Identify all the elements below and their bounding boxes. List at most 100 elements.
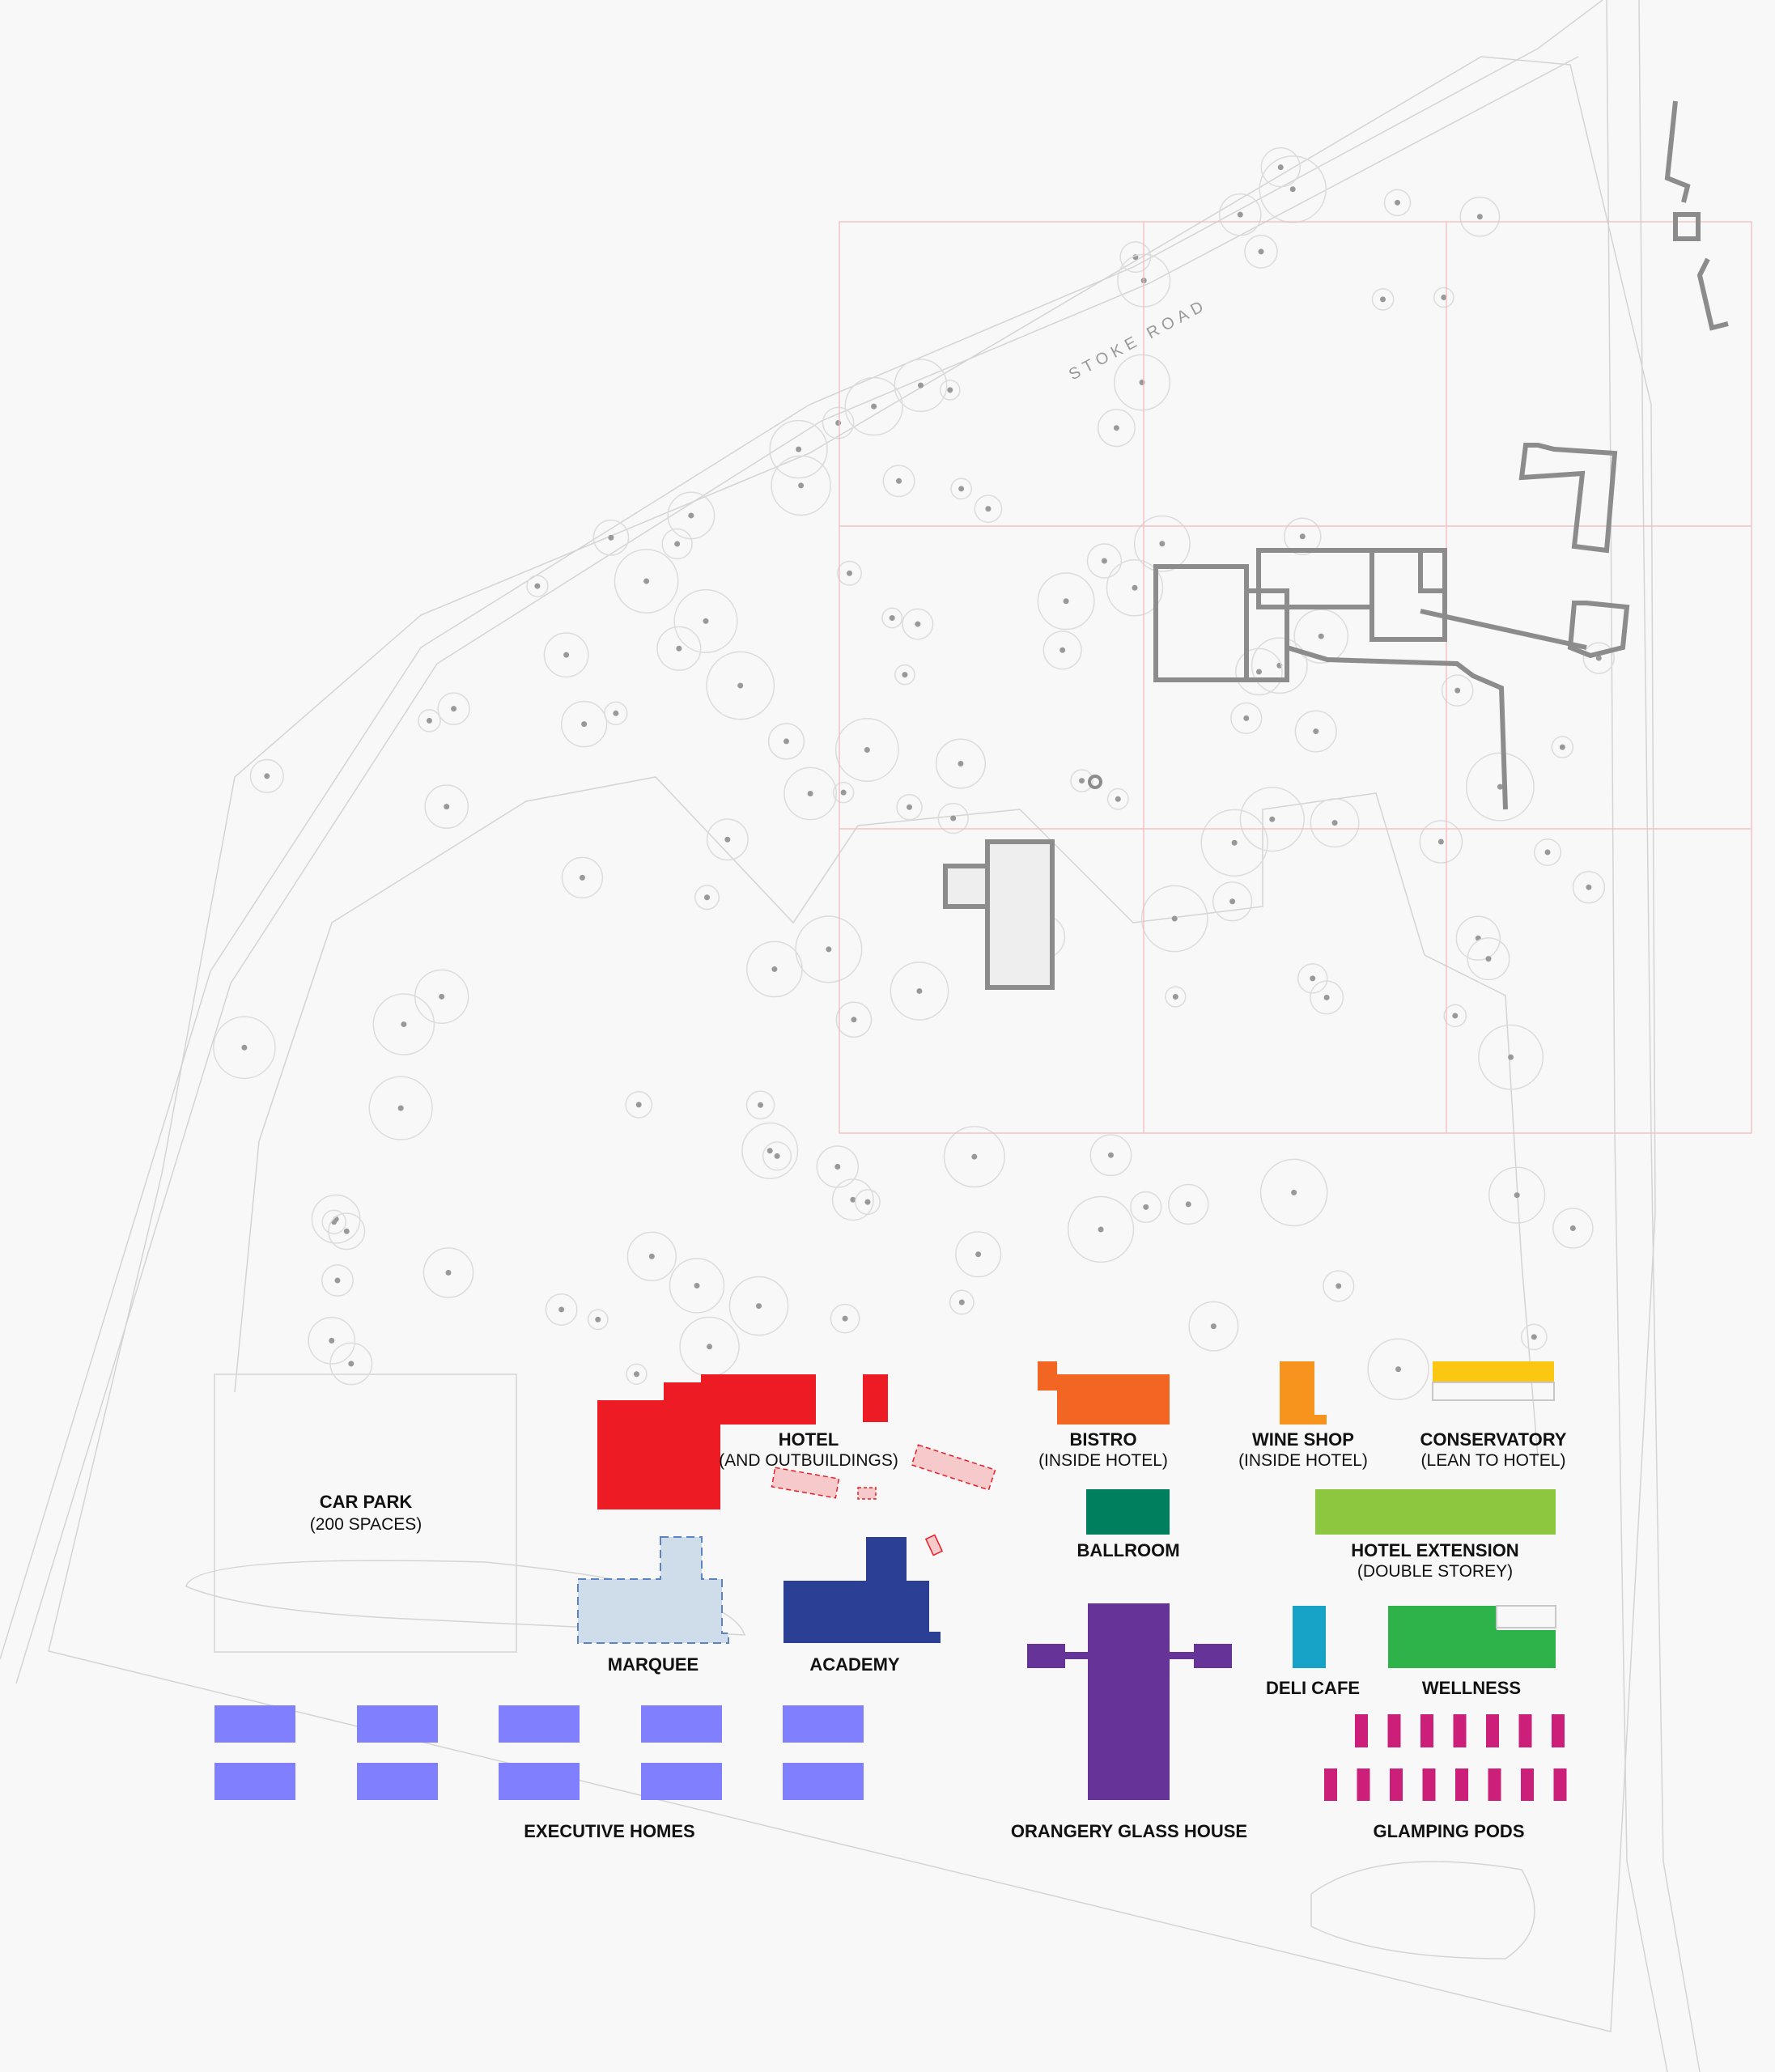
tree-canopy xyxy=(795,915,863,983)
wine-shop: WINE SHOP (INSIDE HOTEL) xyxy=(1238,1361,1368,1470)
executive-home xyxy=(783,1763,864,1800)
tree-trunk xyxy=(1544,849,1551,856)
glamping-pod xyxy=(1324,1768,1337,1801)
tree-canopy xyxy=(545,1293,578,1326)
ballroom-block xyxy=(1086,1489,1170,1535)
tree-trunk xyxy=(1395,1366,1402,1373)
tree-trunk xyxy=(1059,647,1066,653)
car-park-title: CAR PARK xyxy=(320,1492,413,1512)
tree-canopy xyxy=(1251,637,1308,694)
tree-canopy xyxy=(1130,1191,1162,1223)
tree-trunk xyxy=(534,583,541,589)
tree-trunk xyxy=(1394,199,1400,206)
tree-canopy xyxy=(1070,769,1093,792)
tree-trunk xyxy=(1310,975,1316,982)
tree-canopy xyxy=(418,709,441,732)
tree-canopy xyxy=(1467,937,1510,981)
tree-trunk xyxy=(1452,1013,1459,1019)
tree-trunk xyxy=(581,721,588,728)
tree-canopy xyxy=(881,607,903,629)
tree-trunk xyxy=(774,1153,780,1159)
tree-canopy xyxy=(368,1076,433,1140)
tree-canopy xyxy=(1455,915,1501,961)
tree-trunk xyxy=(1476,214,1483,220)
tree-canopy xyxy=(783,766,837,821)
tree-trunk xyxy=(643,578,650,584)
marquee: MARQUEE xyxy=(577,1536,729,1675)
tree-trunk xyxy=(334,1277,341,1284)
tree-trunk xyxy=(1063,598,1069,605)
hotel-title: HOTEL xyxy=(779,1429,839,1450)
glamping-pod xyxy=(1453,1714,1467,1747)
tree-canopy xyxy=(1106,788,1129,810)
tree-trunk xyxy=(798,482,805,489)
tree-trunk xyxy=(401,1021,407,1028)
tree-trunk xyxy=(902,672,908,678)
tree-trunk xyxy=(1318,633,1324,639)
wine-shop-title: WINE SHOP xyxy=(1252,1429,1354,1450)
hotel-extension: HOTEL EXTENSION (DOUBLE STOREY) xyxy=(1315,1489,1556,1581)
tree-canopy xyxy=(1188,1301,1239,1352)
tree-trunk xyxy=(1101,558,1107,564)
tree-trunk xyxy=(1243,715,1250,721)
tree-trunk xyxy=(985,506,992,512)
tree-trunk xyxy=(1323,994,1330,1000)
tree-trunk xyxy=(1569,1225,1576,1232)
tree-canopy xyxy=(667,491,716,540)
tree-canopy xyxy=(1419,820,1463,864)
glamping-pods: GLAMPING PODS xyxy=(1324,1714,1567,1841)
executive-homes-title: EXECUTIVE HOMES xyxy=(524,1821,694,1841)
tree-trunk xyxy=(907,804,913,810)
executive-home xyxy=(641,1705,722,1743)
tree-trunk xyxy=(871,403,877,410)
tree-trunk xyxy=(1258,248,1264,255)
woodland-edge xyxy=(234,776,1539,1458)
tree-trunk xyxy=(724,836,731,843)
tree-canopy xyxy=(661,528,693,560)
tree-canopy xyxy=(308,1316,356,1365)
tree-trunk xyxy=(915,621,921,627)
tree-canopy xyxy=(669,1258,725,1314)
conservatory: CONSERVATORY (LEAN TO HOTEL) xyxy=(1420,1361,1567,1470)
tree-trunk xyxy=(1380,296,1386,303)
tree-trunk xyxy=(579,874,585,881)
executive-home xyxy=(214,1763,295,1800)
tree-canopy xyxy=(614,549,679,614)
road-edge xyxy=(15,56,1579,1684)
tree-trunk xyxy=(1143,1204,1149,1210)
tree-trunk xyxy=(1335,1283,1342,1289)
tree-canopy xyxy=(1140,885,1208,953)
tree-canopy xyxy=(1367,1338,1429,1400)
tree-trunk xyxy=(241,1044,248,1051)
tree-trunk xyxy=(1132,584,1138,591)
tree-trunk xyxy=(1514,1192,1520,1199)
tree-canopy xyxy=(1097,409,1136,448)
tree-canopy xyxy=(1086,543,1123,579)
tree-canopy xyxy=(822,406,855,439)
tree-canopy xyxy=(1294,710,1337,753)
glamping-pod xyxy=(1518,1714,1532,1747)
tree-trunk xyxy=(1508,1054,1514,1060)
glamping-pod xyxy=(1455,1768,1468,1801)
tree-canopy xyxy=(321,1209,346,1234)
tree-trunk xyxy=(1485,956,1492,962)
executive-homes: EXECUTIVE HOMES xyxy=(214,1705,864,1841)
tree-canopy xyxy=(543,632,589,678)
tree-trunk xyxy=(613,710,619,716)
tree-trunk xyxy=(958,761,964,767)
tree-trunk xyxy=(971,1153,978,1160)
tree-canopy xyxy=(1459,196,1501,237)
tree-canopy xyxy=(1212,881,1253,922)
tree-canopy xyxy=(1067,1195,1135,1263)
tree-trunk xyxy=(703,618,709,624)
tree-canopy xyxy=(834,718,899,782)
glamping-pod xyxy=(1488,1768,1501,1801)
car-park: CAR PARK (200 SPACES) xyxy=(310,1492,423,1534)
tree-canopy xyxy=(1218,193,1262,236)
wellness-title: WELLNESS xyxy=(1422,1678,1521,1698)
glamping-pod xyxy=(1420,1714,1433,1747)
academy-title: ACADEMY xyxy=(809,1654,900,1675)
glamping-pod xyxy=(1422,1768,1436,1801)
tree-trunk xyxy=(1171,915,1178,922)
tree-canopy xyxy=(837,560,862,586)
